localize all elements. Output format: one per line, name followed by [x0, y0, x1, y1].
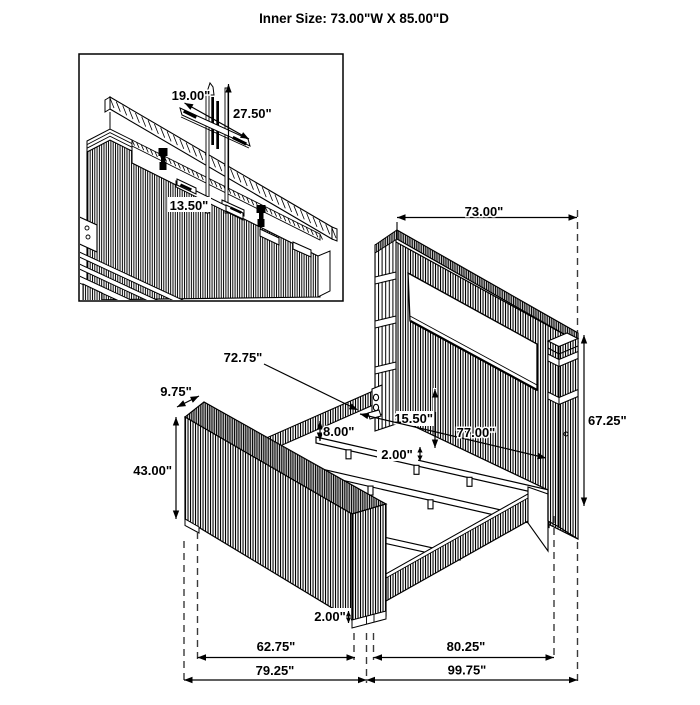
svg-text:9.75": 9.75" [160, 384, 191, 399]
svg-text:2.00": 2.00" [314, 609, 345, 624]
svg-text:72.75": 72.75" [224, 350, 263, 365]
svg-text:80.25": 80.25" [447, 639, 486, 654]
svg-text:77.00": 77.00" [457, 425, 496, 440]
svg-text:19.00": 19.00" [172, 88, 211, 103]
svg-text:8.00": 8.00" [323, 424, 354, 439]
svg-text:13.50": 13.50" [170, 198, 209, 213]
svg-text:73.00": 73.00" [465, 204, 504, 219]
svg-text:43.00": 43.00" [133, 463, 172, 478]
svg-text:2.00": 2.00" [381, 447, 412, 462]
svg-text:15.50": 15.50" [394, 411, 433, 426]
svg-text:62.75": 62.75" [257, 639, 296, 654]
svg-text:67.25": 67.25" [588, 413, 627, 428]
svg-text:27.50": 27.50" [233, 106, 272, 121]
svg-text:99.75": 99.75" [448, 663, 487, 678]
svg-text:79.25": 79.25" [256, 663, 295, 678]
svg-text:Inner Size: 73.00"W X 85.00"D: Inner Size: 73.00"W X 85.00"D [259, 11, 449, 26]
